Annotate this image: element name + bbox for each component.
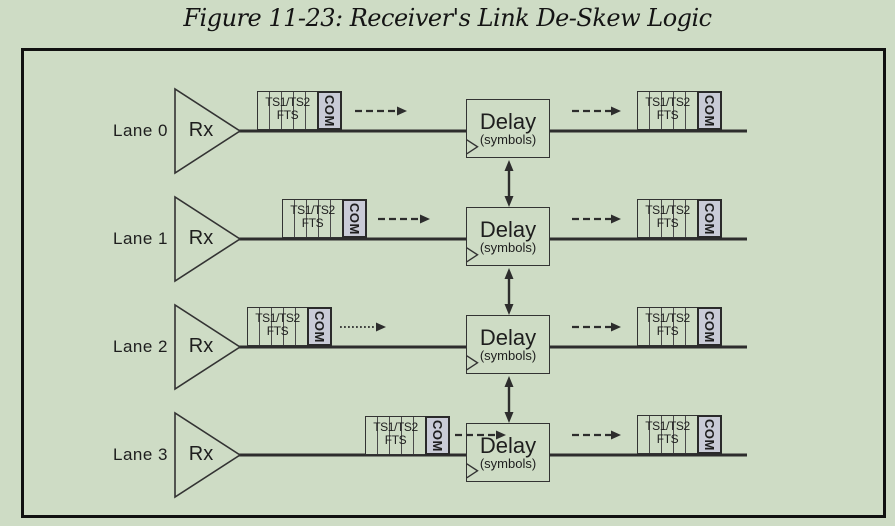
lane3-rx-triangle-icon bbox=[174, 411, 242, 499]
packet-label-ts: TS1/TS2 bbox=[290, 203, 335, 217]
packet-label-ts: TS1/TS2 bbox=[645, 419, 690, 433]
com-symbol-cell: COM bbox=[697, 199, 722, 238]
delay-sublabel: (symbols) bbox=[479, 131, 537, 147]
com-label: COM bbox=[312, 310, 327, 343]
arrowhead bbox=[376, 322, 386, 332]
arrowhead-down bbox=[504, 412, 514, 423]
packet-label-ts: TS1/TS2 bbox=[645, 203, 690, 217]
com-label: COM bbox=[702, 94, 717, 127]
lane2-rx-triangle-icon bbox=[174, 303, 242, 391]
arrowhead bbox=[397, 106, 407, 116]
com-label: COM bbox=[702, 418, 717, 451]
com-symbol-cell: COM bbox=[342, 199, 367, 238]
lane3-delay-box: Delay (symbols) bbox=[466, 423, 550, 482]
delay-label: Delay bbox=[479, 432, 537, 458]
packet-label-fts: FTS bbox=[656, 108, 679, 122]
delay-sublabel: (symbols) bbox=[479, 347, 537, 363]
packet-label-fts: FTS bbox=[384, 433, 407, 447]
lane2-output-ts-packet: TS1/TS2 FTS COM bbox=[637, 307, 723, 346]
lane1-input-ts-packet: TS1/TS2 FTS COM bbox=[282, 199, 368, 238]
lane1-output-ts-packet: TS1/TS2 FTS COM bbox=[637, 199, 723, 238]
packet-symbol-cells bbox=[637, 415, 698, 454]
com-symbol-cell: COM bbox=[697, 91, 722, 130]
packet-symbol-cells bbox=[637, 91, 698, 130]
delay-sublabel: (symbols) bbox=[479, 239, 537, 255]
packet-symbol-cells bbox=[257, 91, 318, 130]
clock-input-triangle-icon bbox=[466, 355, 479, 371]
delay-label: Delay bbox=[479, 108, 537, 134]
com-label: COM bbox=[322, 94, 337, 127]
packet-symbol-cells bbox=[282, 199, 343, 238]
packet-label-fts: FTS bbox=[656, 216, 679, 230]
com-symbol-cell: COM bbox=[307, 307, 332, 346]
com-label: COM bbox=[702, 310, 717, 343]
delay-label: Delay bbox=[479, 216, 537, 242]
com-symbol-cell: COM bbox=[697, 307, 722, 346]
arrowhead bbox=[611, 430, 621, 440]
packet-symbol-cells bbox=[637, 199, 698, 238]
arrowhead-up bbox=[504, 376, 514, 387]
lane3-output-ts-packet: TS1/TS2 FTS COM bbox=[637, 415, 723, 454]
lane0-rx-triangle-icon bbox=[174, 87, 242, 175]
lane2-rx-label: Rx bbox=[188, 335, 214, 357]
arrowhead-up bbox=[504, 160, 514, 171]
lane0-label: Lane 0 bbox=[113, 121, 168, 140]
packet-label-fts: FTS bbox=[656, 324, 679, 338]
com-label: COM bbox=[430, 419, 445, 452]
lane2-label: Lane 2 bbox=[113, 337, 168, 356]
com-symbol-cell: COM bbox=[425, 416, 450, 455]
arrowhead-down bbox=[504, 196, 514, 207]
arrowhead bbox=[496, 430, 506, 440]
arrowhead bbox=[611, 106, 621, 116]
figure-border-frame bbox=[21, 48, 886, 518]
arrowhead-down bbox=[504, 304, 514, 315]
arrowhead bbox=[420, 214, 430, 224]
com-label: COM bbox=[702, 202, 717, 235]
lane3-label: Lane 3 bbox=[113, 445, 168, 464]
arrowhead bbox=[611, 322, 621, 332]
figure-title: Figure 11-23: Receiver's Link De-Skew Lo… bbox=[183, 4, 712, 32]
packet-label-ts: TS1/TS2 bbox=[373, 420, 418, 434]
packet-label-ts: TS1/TS2 bbox=[645, 311, 690, 325]
packet-symbol-cells bbox=[247, 307, 308, 346]
lane1-delay-box: Delay (symbols) bbox=[466, 207, 550, 266]
packet-symbol-cells bbox=[365, 416, 426, 455]
com-label: COM bbox=[347, 202, 362, 235]
lane0-output-ts-packet: TS1/TS2 FTS COM bbox=[637, 91, 723, 130]
arrowhead bbox=[611, 214, 621, 224]
lane0-input-ts-packet: TS1/TS2 FTS COM bbox=[257, 91, 343, 130]
packet-label-fts: FTS bbox=[301, 216, 324, 230]
lane2-input-ts-packet: TS1/TS2 FTS COM bbox=[247, 307, 333, 346]
packet-label-fts: FTS bbox=[276, 108, 299, 122]
packet-label-fts: FTS bbox=[266, 324, 289, 338]
lane1-rx-label: Rx bbox=[188, 227, 214, 249]
arrowhead-up bbox=[504, 268, 514, 279]
clock-input-triangle-icon bbox=[466, 139, 479, 155]
packet-label-ts: TS1/TS2 bbox=[645, 95, 690, 109]
lane1-label: Lane 1 bbox=[113, 229, 168, 248]
lane3-rx-label: Rx bbox=[188, 443, 214, 465]
packet-label-ts: TS1/TS2 bbox=[255, 311, 300, 325]
packet-label-fts: FTS bbox=[656, 432, 679, 446]
packet-symbol-cells bbox=[637, 307, 698, 346]
com-symbol-cell: COM bbox=[697, 415, 722, 454]
packet-label-ts: TS1/TS2 bbox=[265, 95, 310, 109]
delay-label: Delay bbox=[479, 324, 537, 350]
lane3-input-ts-packet: TS1/TS2 FTS COM bbox=[365, 416, 451, 455]
lane1-rx-triangle-icon bbox=[174, 195, 242, 283]
lane2-delay-box: Delay (symbols) bbox=[466, 315, 550, 374]
delay-sublabel: (symbols) bbox=[479, 455, 537, 471]
clock-input-triangle-icon bbox=[466, 247, 479, 263]
lane0-delay-box: Delay (symbols) bbox=[466, 99, 550, 158]
clock-input-triangle-icon bbox=[466, 463, 479, 479]
com-symbol-cell: COM bbox=[317, 91, 342, 130]
lane0-rx-label: Rx bbox=[188, 119, 214, 141]
